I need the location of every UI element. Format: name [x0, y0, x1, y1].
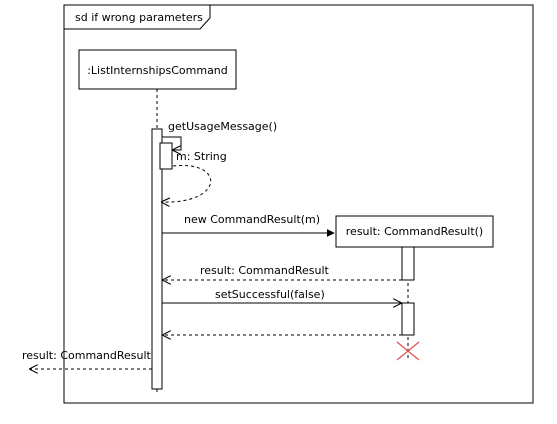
set-successful-label: setSuccessful(false)	[215, 288, 325, 301]
final-return-label: result: CommandResult	[22, 349, 152, 362]
new-command-result-label: new CommandResult(m)	[184, 213, 320, 226]
participant-result-label: result: CommandResult()	[346, 225, 483, 238]
activation-result-set-successful	[401, 302, 415, 336]
activation-result-constructor	[401, 246, 415, 281]
activation-command	[151, 128, 163, 390]
frame-label: sd if wrong parameters	[75, 11, 203, 24]
return-m-label: m: String	[176, 150, 227, 163]
get-usage-message-label: getUsageMessage()	[168, 120, 277, 133]
destroy-marker-icon	[396, 341, 420, 361]
activation-self-call	[159, 142, 173, 170]
get-usage-message-arrow	[162, 136, 182, 150]
participant-command-label: :ListInternshipsCommand	[87, 64, 228, 77]
frame-label-pentagon	[63, 4, 211, 30]
return-result-label: result: CommandResult	[200, 264, 330, 277]
